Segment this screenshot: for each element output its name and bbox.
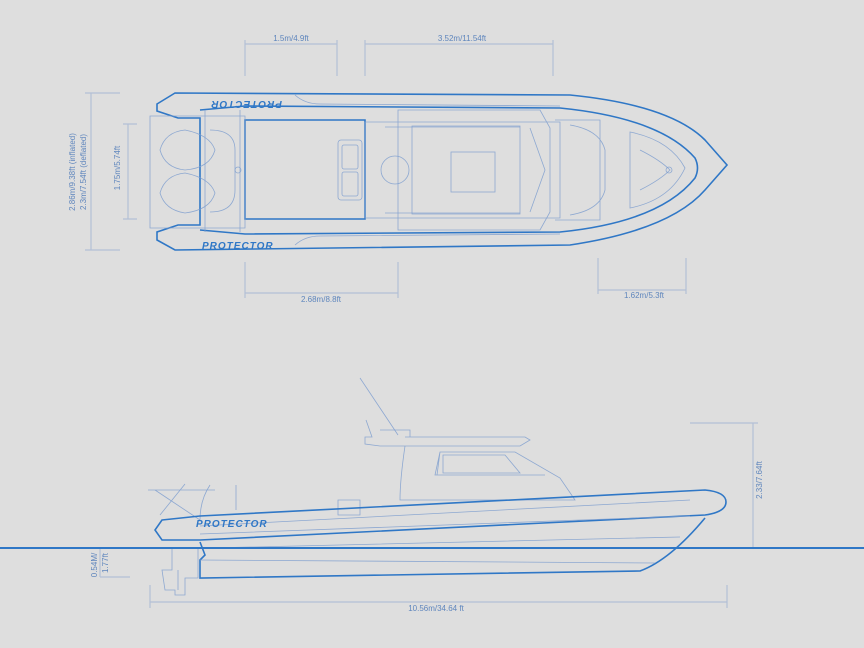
dim-length-overall: 10.56m/34.64 ft — [408, 604, 464, 613]
dim-console-section: 3.52m/11.54ft — [438, 34, 487, 43]
antenna — [359, 377, 399, 436]
logo-top-tube: PROTECTOR — [210, 98, 282, 109]
hardtop — [364, 419, 531, 447]
dim-beam-inflated: 2.86m/9.38ft (inflated) — [68, 133, 77, 211]
console-top — [364, 109, 561, 231]
t-top-frame — [148, 483, 361, 521]
top-view-boat: PROTECTOR PROTECTOR — [149, 92, 729, 252]
hull-outline — [156, 92, 729, 251]
dim-bow-section: 1.62m/5.3ft — [624, 291, 665, 300]
side-view-dimensions: 2.33/7.64ft 0.54M/ 1.77ft 10.56m/34.64 f… — [90, 422, 764, 613]
tube-inner-line — [199, 105, 699, 235]
logo-side-tube: PROTECTOR — [196, 519, 268, 530]
side-view-boat: PROTECTOR — [0, 377, 864, 596]
cabin — [399, 445, 576, 501]
logo-bottom-tube: PROTECTOR — [202, 241, 274, 252]
dim-inner-beam: 1.75m/5.74ft — [113, 145, 122, 190]
side-tube — [154, 489, 727, 541]
dim-height: 2.33/7.64ft — [755, 460, 764, 499]
dim-draft-m: 0.54M/ — [90, 552, 99, 577]
top-view-dimensions: 1.5m/4.9ft 3.52m/11.54ft 2.86m/9.38ft (i… — [68, 34, 687, 304]
outboard-engine-side — [161, 547, 199, 596]
dim-stern-section: 1.5m/4.9ft — [273, 34, 309, 43]
outboard-engine-top — [159, 129, 216, 214]
dim-draft-ft: 1.77ft — [101, 552, 110, 573]
dim-deck-length: 2.68m/8.8ft — [301, 295, 342, 304]
hull-bottom — [199, 517, 706, 579]
dim-beam-deflated: 2.3m/7.54ft (deflated) — [79, 134, 88, 210]
